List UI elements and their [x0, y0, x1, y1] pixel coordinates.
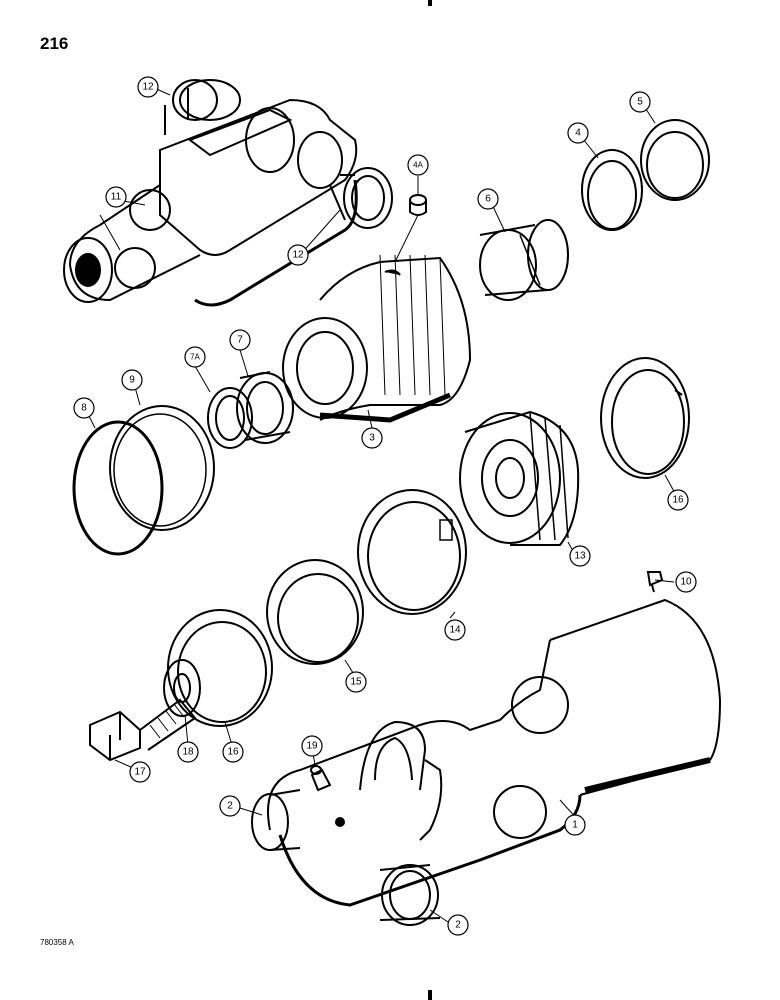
callout-label: 7A [190, 353, 200, 362]
callout-19 [301, 735, 323, 757]
rod-clevis-part [63, 79, 393, 307]
callout-8 [73, 397, 95, 419]
plug-part-11-bottom [114, 247, 156, 289]
callout-label: 3 [369, 433, 375, 444]
callout-16-right [667, 489, 689, 511]
callout-label: 9 [129, 375, 135, 386]
callout-6 [477, 188, 499, 210]
ring-part-16-right [600, 357, 690, 479]
screw-part-10 [646, 571, 664, 593]
bottom-crop-mark [428, 990, 432, 1000]
callout-label: 8 [81, 403, 87, 414]
callout-4 [567, 122, 589, 144]
bushing-part-2-left [251, 789, 301, 851]
backup-ring-part-8 [72, 420, 164, 556]
callout-label: 2 [455, 920, 461, 931]
callout-label: 1 [572, 820, 578, 831]
callout-label: 13 [574, 551, 586, 562]
ring-part-5 [640, 119, 710, 201]
callout-label: 12 [292, 250, 304, 261]
callout-12-top [137, 76, 159, 98]
callout-label: 18 [182, 747, 194, 758]
callout-13 [569, 545, 591, 567]
callout-16-left [222, 741, 244, 763]
callout-11 [105, 186, 127, 208]
callout-label: 4A [413, 161, 423, 170]
callout-18 [177, 741, 199, 763]
callout-label: 16 [227, 747, 239, 758]
callout-12-right [287, 244, 309, 266]
callout-label: 14 [449, 625, 461, 636]
callout-3 [361, 427, 383, 449]
callout-17 [129, 761, 151, 783]
callout-1 [564, 814, 586, 836]
ring-part-16-left [167, 609, 273, 727]
callout-label: 16 [672, 495, 684, 506]
callout-label: 17 [134, 767, 146, 778]
callout-10 [675, 571, 697, 593]
bushing-part-12-top [164, 79, 241, 135]
cylinder-barrel-part-1 [251, 598, 722, 926]
plug-part-11-top [129, 189, 171, 231]
callout-label: 19 [306, 741, 318, 752]
top-crop-mark [428, 0, 432, 6]
callout-label: 2 [227, 801, 233, 812]
callout-label: 11 [111, 192, 122, 203]
callout-2-left [219, 795, 241, 817]
bolt-part-17 [89, 698, 197, 762]
callout-2-right [447, 914, 469, 936]
callout-7 [229, 329, 251, 351]
ring-part-4 [581, 149, 643, 231]
callout-label: 7 [237, 335, 243, 346]
washer-part-18 [163, 659, 201, 717]
bushing-part-12-right [329, 167, 393, 229]
callout-label: 6 [485, 194, 491, 205]
setscrew-part-4a [409, 194, 427, 216]
piston-part-13 [459, 410, 580, 546]
callout-5 [629, 91, 651, 113]
ring-part-15 [266, 559, 364, 665]
grease-fitting-part-19 [310, 765, 332, 792]
callout-14 [444, 619, 466, 641]
callout-label: 10 [680, 577, 692, 588]
leader-lines [84, 86, 677, 923]
callout-4a [407, 154, 429, 176]
callout-label: 5 [637, 97, 643, 108]
cylinder-nut-part-3 [282, 254, 472, 423]
seal-part-7a [207, 387, 253, 449]
callout-label: 12 [142, 82, 154, 93]
callout-label: 4 [575, 128, 581, 139]
bushing-part-2-right [379, 864, 441, 926]
callout-label: 15 [350, 677, 362, 688]
seal-part-7 [236, 371, 294, 444]
oring-part-9 [109, 405, 215, 531]
figure-reference-code: 780358 A [40, 938, 74, 947]
callout-15 [345, 671, 367, 693]
ring-part-14 [357, 489, 467, 615]
callout-9 [121, 369, 143, 391]
callout-7a [184, 346, 206, 368]
wear-ring-part-6 [479, 219, 569, 301]
page-number: 216 [40, 34, 69, 53]
